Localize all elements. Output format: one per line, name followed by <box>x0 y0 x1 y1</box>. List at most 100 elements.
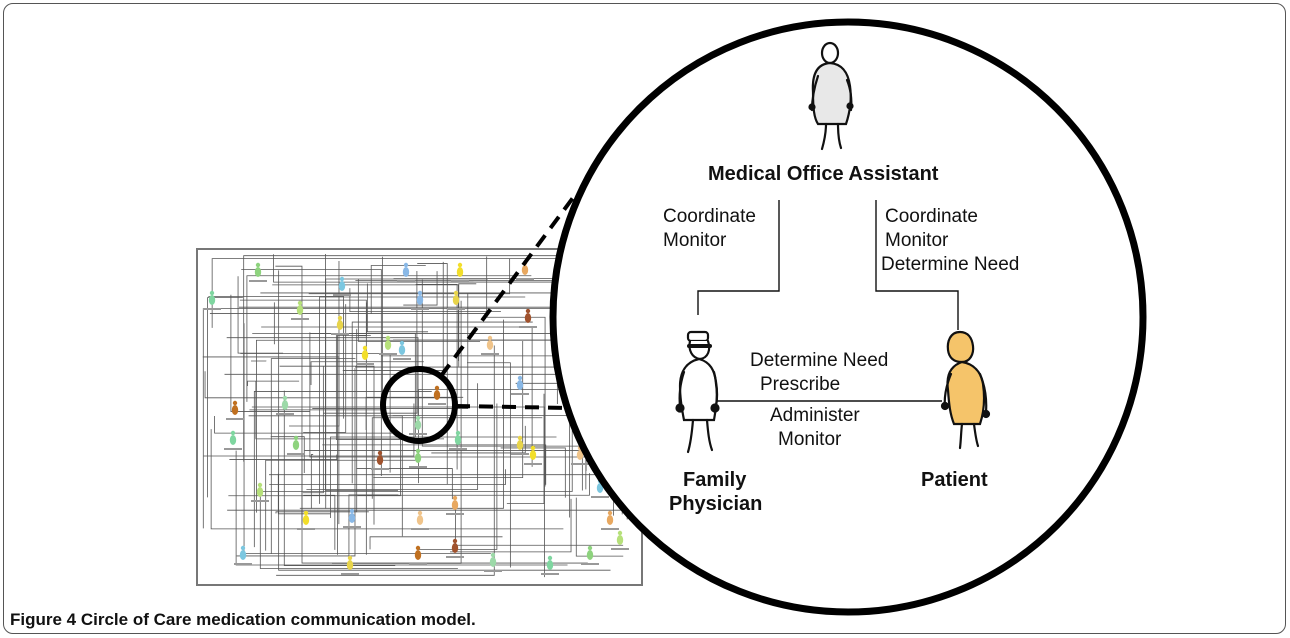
network-connection <box>450 498 572 553</box>
physician-figure <box>675 330 720 454</box>
edge-label-physician-patient-top: Determine Need Prescribe <box>750 349 888 397</box>
network-connection <box>357 473 590 496</box>
network-connection <box>226 337 419 428</box>
edge-assistant-physician <box>697 200 780 315</box>
network-actor <box>519 308 537 328</box>
network-connection <box>325 254 398 491</box>
network-actor <box>541 555 559 575</box>
network-connection <box>486 316 546 487</box>
network-connection <box>228 434 401 497</box>
patient-label: Patient <box>921 469 988 491</box>
network-connection <box>270 358 356 555</box>
network-actor <box>371 450 389 470</box>
network-actor <box>411 510 429 530</box>
edge-label-line: Determine Need <box>750 350 889 371</box>
network-actor <box>449 430 467 450</box>
network-actor <box>581 545 599 565</box>
network-connection <box>466 362 511 568</box>
network-actor <box>331 315 349 335</box>
network-connection <box>246 275 532 402</box>
network-connection <box>323 270 418 414</box>
network-connection <box>303 304 347 433</box>
network-connection <box>230 294 310 412</box>
network-actor <box>379 335 397 355</box>
network-connection <box>322 444 547 485</box>
network-connection <box>312 292 469 409</box>
highlight-circle <box>380 366 458 444</box>
figure-frame <box>3 3 1286 634</box>
network-actor <box>524 445 542 465</box>
network-actors <box>203 260 629 575</box>
network-actor <box>356 345 374 365</box>
edge-label-line: Coordinate <box>885 206 978 227</box>
physician-label: Family Physician <box>669 468 762 516</box>
network-connection <box>203 403 415 457</box>
network-connection <box>204 371 457 399</box>
network-connection <box>371 417 543 499</box>
assistant-label: Medical Office Assistant <box>708 163 939 185</box>
network-connection <box>255 381 445 440</box>
caption-text: Circle of Care medication communication … <box>80 610 476 629</box>
network-connection <box>265 459 421 551</box>
network-actor <box>234 545 252 565</box>
network-actor <box>276 395 294 415</box>
network-connection <box>247 380 300 386</box>
network-connection <box>358 302 367 337</box>
edge-label-line: Determine Need <box>881 254 1020 275</box>
network-actor <box>249 262 267 282</box>
network-connection <box>270 436 305 474</box>
network-actor <box>393 340 411 360</box>
network-actor <box>333 276 351 296</box>
edge-label-physician-patient-bottom: Administer Monitor <box>770 404 860 452</box>
network-connection <box>403 271 438 306</box>
network-connection <box>306 383 479 490</box>
assistant-figure <box>808 41 854 151</box>
network-actor <box>224 430 242 450</box>
network-connection <box>277 473 331 515</box>
network-actor <box>428 385 446 405</box>
network-connection <box>248 415 403 537</box>
network-actor <box>601 510 619 530</box>
network-connection <box>214 416 395 434</box>
network-connection <box>276 345 495 576</box>
zoom-circle <box>549 18 1147 616</box>
network-connection <box>431 425 526 454</box>
network-connection <box>251 406 545 578</box>
edge-label-line: Administer <box>770 405 860 426</box>
network-connection <box>253 391 432 548</box>
network-connection <box>421 279 585 447</box>
network-actor <box>511 435 529 455</box>
network-connection <box>272 284 459 361</box>
network-connection <box>310 361 424 386</box>
network-connection <box>418 403 498 550</box>
caption-number: Figure 4 <box>10 610 77 629</box>
edge-label-line: Monitor <box>778 429 842 450</box>
network-actor <box>297 510 315 530</box>
network-actor <box>481 335 499 355</box>
edge-label-assistant-patient: Coordinate Monitor Determine Need <box>881 205 1019 277</box>
network-actor <box>451 262 469 282</box>
network-connection <box>309 332 628 458</box>
edge-label-line: Monitor <box>885 230 949 251</box>
network-actor <box>341 555 359 575</box>
zoom-connector-upper <box>439 193 577 378</box>
network-connection <box>236 368 356 557</box>
network-connection <box>256 339 592 513</box>
network-connection <box>366 283 429 333</box>
network-connection <box>310 454 314 509</box>
network-actor <box>287 435 305 455</box>
relationship-edges <box>697 200 959 402</box>
network-connection <box>239 299 367 555</box>
network-actor <box>343 508 361 528</box>
edge-label-line: Monitor <box>663 230 727 251</box>
network-actor <box>291 300 309 320</box>
network-actor <box>511 375 529 395</box>
patient-figure <box>940 330 991 450</box>
physician-label-line2: Physician <box>669 493 763 515</box>
physician-label-line1: Family <box>683 469 747 491</box>
network-connection <box>369 536 503 550</box>
network-actor <box>611 530 629 550</box>
network-actor <box>409 415 427 435</box>
network-connection <box>351 321 533 484</box>
